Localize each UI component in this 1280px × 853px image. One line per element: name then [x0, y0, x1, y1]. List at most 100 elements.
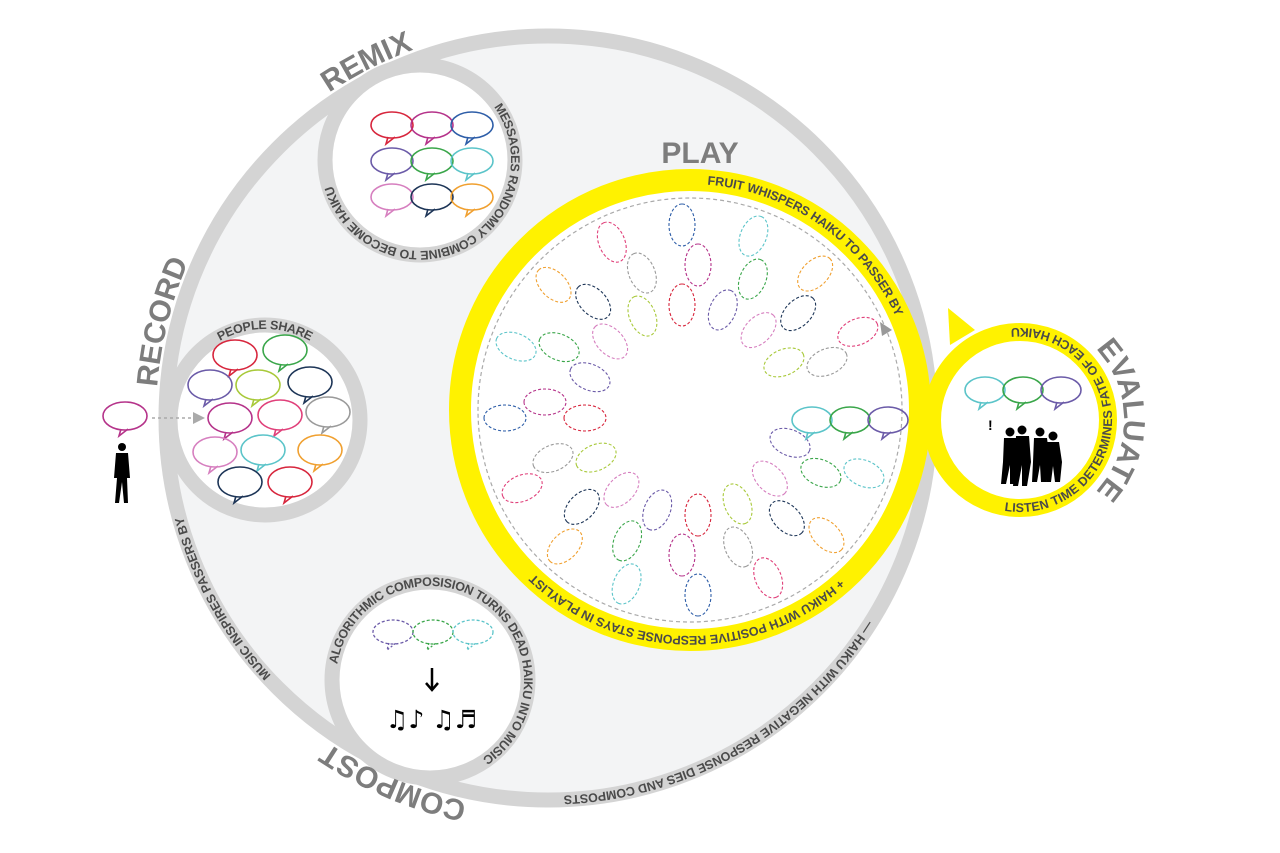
petal-spoke [722, 483, 784, 599]
dashed-haiku-bubble [740, 312, 777, 349]
bubble-outline [370, 111, 414, 139]
speech-bubble-icon [240, 434, 286, 474]
compost-circle [324, 574, 536, 786]
bubble-tail [384, 172, 396, 183]
dashed-haiku-bubble [592, 323, 629, 360]
dashed-haiku-bubble [808, 517, 845, 554]
bubble-tail [842, 431, 854, 442]
bubble-outline [240, 434, 286, 466]
petal-spoke [596, 221, 658, 337]
dashed-haiku-bubble [495, 331, 537, 362]
petal-spoke [769, 427, 885, 489]
speech-bubble-icon [257, 399, 303, 439]
dashed-haiku-bubble [738, 215, 769, 257]
people-group-icon [1001, 425, 1062, 486]
stage-label-play: PLAY [661, 137, 738, 170]
dashed-haiku-bubble [596, 221, 627, 263]
dashed-haiku-bubble [535, 266, 572, 303]
playlist-haiku-petals [483, 203, 885, 617]
petal-spoke [535, 266, 629, 360]
dashed-haiku-bubble [642, 489, 673, 531]
petal-spoke [751, 460, 845, 554]
record-circle [162, 317, 368, 523]
dashed-haiku-bubble [563, 404, 607, 432]
bubble-outline [450, 111, 494, 139]
bubble-tail [227, 368, 239, 379]
dashed-haiku-bubble [627, 295, 658, 337]
speech-bubble-icon [235, 369, 281, 409]
bubble-outline [867, 406, 909, 434]
bubble-tail [384, 208, 396, 219]
petal-spoke [668, 493, 712, 617]
bubble-tail [207, 465, 219, 476]
bubble-outline [102, 401, 148, 431]
bubble-outline [207, 402, 253, 434]
bubble-outline [791, 406, 833, 434]
petal-spoke [611, 489, 673, 605]
bubble-outline [192, 436, 238, 468]
evaluate-arrow-icon [948, 308, 975, 345]
speech-bubble-icon [791, 406, 833, 442]
dashed-haiku-bubble [532, 443, 574, 474]
down-arrow-icon [425, 668, 439, 692]
bubble-tail [1053, 401, 1065, 412]
dashed-haiku-bubble [837, 316, 879, 347]
music-notes-icon: ♫♪ ♫♬ [386, 705, 477, 734]
dashed-haiku-bubble [563, 488, 600, 525]
dashed-haiku-bubble [612, 520, 643, 562]
bubble-outline [370, 183, 414, 211]
bubble-tail [320, 425, 332, 436]
petal-spoke [546, 471, 640, 565]
bubble-tail [272, 428, 284, 439]
dashed-haiku-bubble [707, 289, 738, 331]
speech-bubble-icon [192, 436, 238, 476]
speech-bubble-icon [370, 147, 414, 183]
bubble-tail [804, 431, 816, 442]
speech-bubble-icon [1040, 376, 1082, 412]
dashed-haiku-bubble [797, 255, 834, 292]
dashed-haiku-bubble [523, 388, 567, 416]
bubble-tail [250, 398, 262, 409]
petal-spoke [495, 331, 611, 393]
bubble-tail [277, 363, 289, 374]
petal-spoke [707, 215, 769, 331]
bubble-tail [282, 495, 294, 506]
bubble-outline [212, 339, 258, 371]
petal-spoke [483, 388, 607, 432]
speech-bubble-icon [305, 396, 351, 436]
bubble-tail [255, 463, 267, 474]
dashed-haiku-bubble [780, 295, 817, 332]
bubble-tail [312, 463, 324, 474]
speech-bubble-icon [297, 434, 343, 474]
petal-spoke [740, 255, 834, 349]
petal-spoke [668, 203, 712, 327]
dashed-haiku-bubble [753, 557, 784, 599]
speech-bubble-icon [267, 466, 313, 506]
bubble-outline [267, 466, 313, 498]
dashed-haiku-bubble [546, 528, 583, 565]
bubble-outline [410, 147, 454, 175]
bubble-tail [977, 401, 989, 412]
dashed-haiku-bubble [800, 457, 842, 488]
bubble-outline [257, 399, 303, 431]
bubble-outline [262, 334, 308, 366]
bubble-tail [424, 208, 436, 219]
dashed-haiku-bubble [806, 346, 848, 377]
dashed-haiku-bubble [843, 458, 885, 489]
bubble-tail [117, 428, 129, 439]
dashed-haiku-bubble [668, 283, 696, 327]
dashed-haiku-bubble [603, 471, 640, 508]
play-ring [449, 169, 931, 651]
dashed-haiku-bubble [763, 347, 805, 378]
bubble-outline [829, 406, 871, 434]
speech-bubble-icon [410, 183, 454, 219]
dashed-haiku-bubble [483, 404, 527, 432]
speech-bubble-icon [212, 339, 258, 379]
evaluate-ring [923, 323, 1117, 517]
dashed-haiku-bubble [538, 332, 580, 363]
speech-bubble-icon [450, 147, 494, 183]
speech-bubble-icon [1002, 376, 1044, 412]
petal-spoke [501, 442, 617, 504]
speech-bubble-icon [452, 619, 494, 652]
